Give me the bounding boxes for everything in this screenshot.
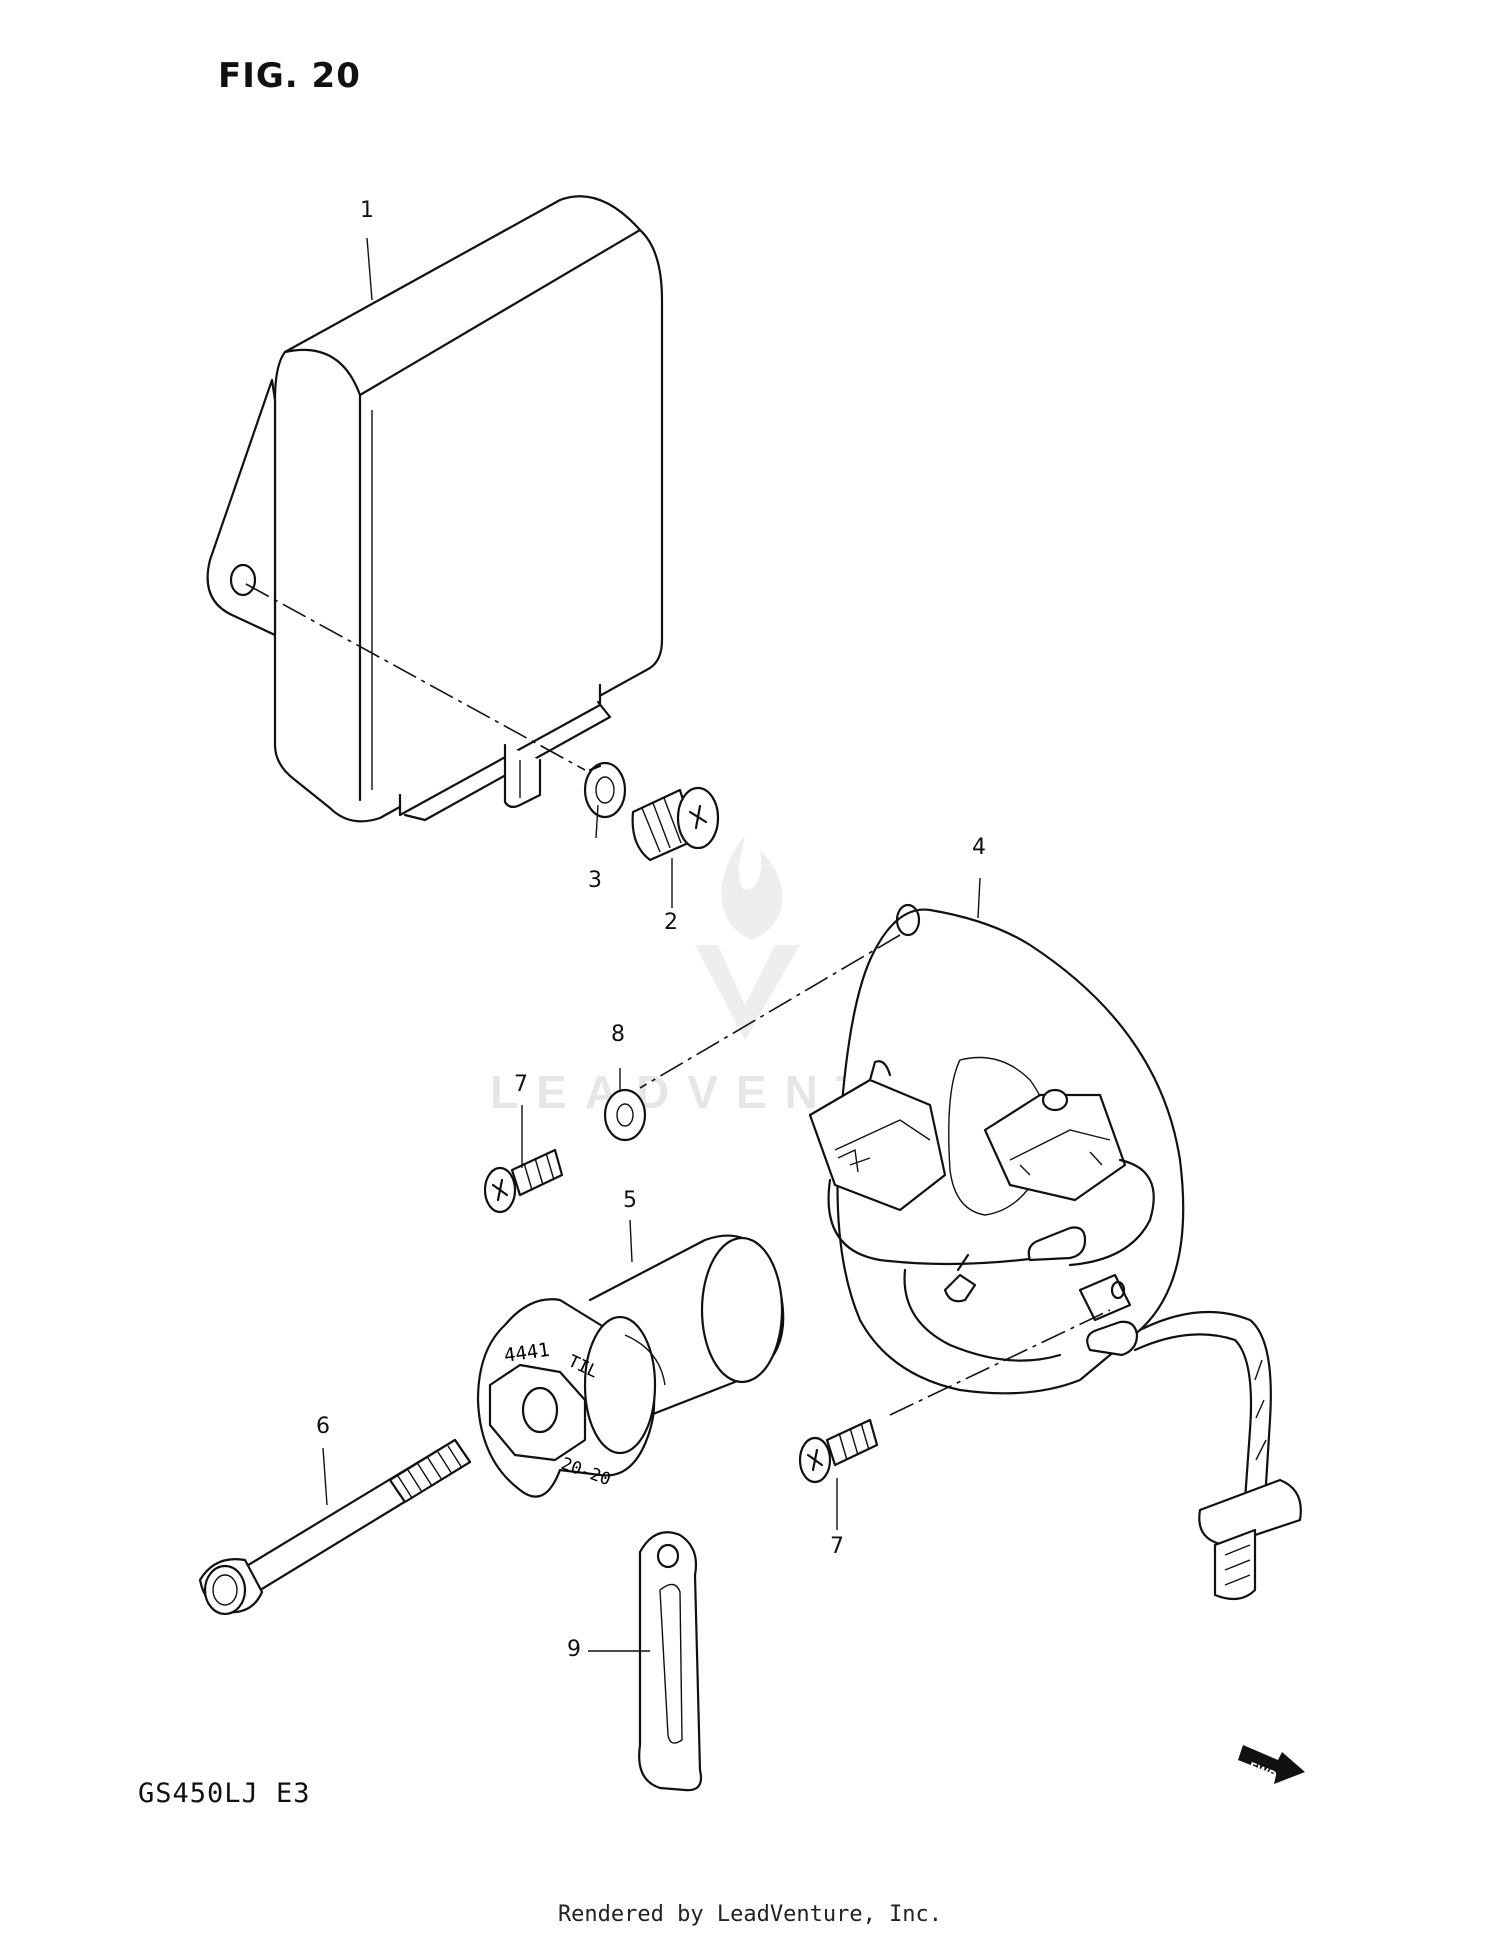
model-code: GS450LJ E3 xyxy=(138,1778,311,1809)
mount-line-3 xyxy=(889,1309,1111,1416)
leader-1 xyxy=(366,237,373,301)
leader-3 xyxy=(595,804,599,839)
part-4-pickup-plate xyxy=(808,903,1302,1601)
part-3-lock-washer xyxy=(583,761,627,819)
callout-2: 2 xyxy=(664,910,678,935)
callout-6: 6 xyxy=(316,1414,330,1439)
callout-8: 8 xyxy=(611,1022,625,1047)
part-7-screw-lower xyxy=(798,1418,879,1484)
callout-5: 5 xyxy=(623,1188,637,1213)
callout-4: 4 xyxy=(972,835,986,860)
callout-7-upper: 7 xyxy=(514,1072,528,1097)
callout-7-lower: 7 xyxy=(830,1534,844,1559)
watermark-logo xyxy=(695,835,800,1040)
mount-line-1 xyxy=(245,583,586,771)
callout-leaders xyxy=(322,237,981,1652)
figure-title: FIG. 20 xyxy=(218,56,361,96)
part-8-washer xyxy=(603,1088,647,1142)
render-credit: Rendered by LeadVenture, Inc. xyxy=(557,1902,943,1927)
fwd-arrow-icon xyxy=(1238,1745,1305,1784)
part-7-screw-upper xyxy=(483,1148,564,1214)
callout-3: 3 xyxy=(588,868,602,893)
part-6-bolt xyxy=(198,1438,472,1616)
mount-line-2 xyxy=(639,934,901,1089)
part-2-screw xyxy=(631,786,720,862)
part-1-control-unit xyxy=(206,195,664,823)
callout-1: 1 xyxy=(360,198,374,223)
leader-4 xyxy=(977,877,981,919)
leader-6 xyxy=(322,1447,328,1506)
part-5-advancer xyxy=(476,1234,785,1498)
leader-5 xyxy=(629,1219,633,1263)
callout-9: 9 xyxy=(567,1637,581,1662)
part-9-strap xyxy=(638,1531,703,1792)
